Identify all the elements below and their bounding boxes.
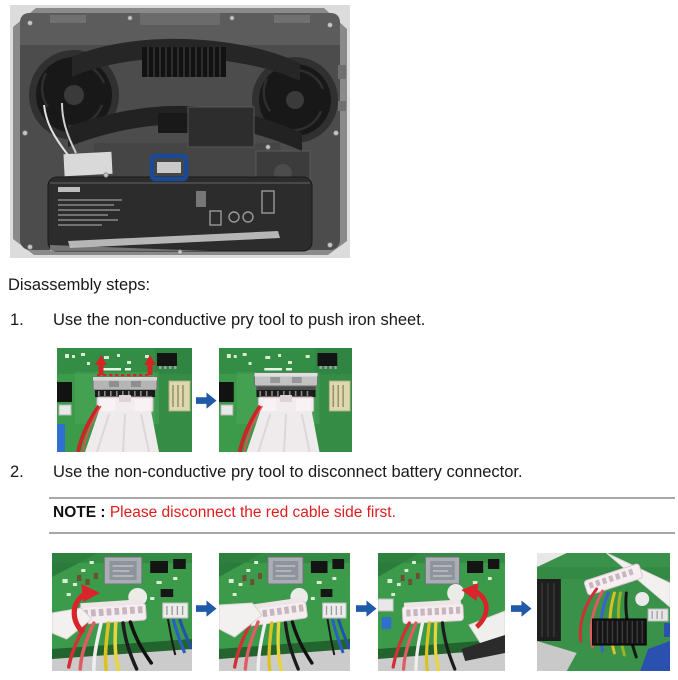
step2-image-3 [378,553,505,671]
red-side-released-illustration [219,553,350,671]
page-title: Disassembly steps: [8,276,151,294]
pry-tool-push-iron-sheet-illustration [57,348,192,452]
note-divider-top [49,497,675,499]
note-label: NOTE : [53,504,106,521]
step-2-text: 2. Use the non-conductive pry tool to dis… [10,463,523,482]
step-2-instruction: Use the non-conductive pry tool to disco… [53,463,523,481]
pry-other-side-illustration [378,553,505,671]
connector-disconnected-illustration [537,553,670,671]
next-step-arrow-icon [196,392,217,409]
lifted-connector [584,563,643,596]
note-divider-bottom [49,532,675,534]
red-curved-arrow [461,583,489,629]
step2-image-4 [537,553,670,671]
step-1-text: 1. Use the non-conductive pry tool to pus… [10,311,425,330]
step2-image-2 [219,553,350,671]
next-step-arrow-icon [196,600,217,617]
note-warning-text: Please disconnect the red cable side fir… [109,504,396,521]
step-2-number: 2. [10,463,24,481]
battery-connector-highlight [149,153,189,182]
laptop-internals-illustration [10,5,350,258]
red-curved-arrow [71,584,101,635]
laptop-internals-photo [10,5,350,258]
step2-image-1 [52,553,192,671]
step1-image-after [219,348,352,452]
step-1-number: 1. [10,311,24,329]
note-block: NOTE : Please disconnect the red cable s… [53,504,396,522]
next-step-arrow-icon [356,600,377,617]
iron-sheet-pushed-illustration [219,348,352,452]
next-step-arrow-icon [511,600,532,617]
step-1-instruction: Use the non-conductive pry tool to push … [53,311,426,329]
step1-image-before [57,348,192,452]
pry-red-cable-side-illustration [52,553,192,671]
red-up-arrows [95,355,156,375]
